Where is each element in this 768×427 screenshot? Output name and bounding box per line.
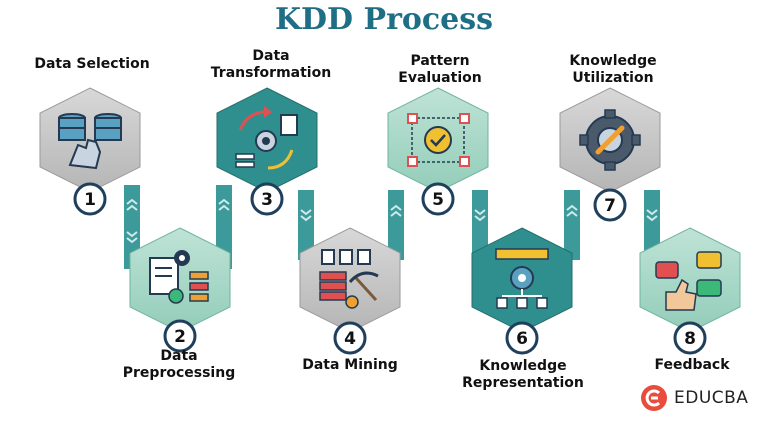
step-7-label: Knowledge Utilization xyxy=(569,53,657,86)
database-hand-icon xyxy=(58,113,122,170)
step-2-node: 2 xyxy=(129,227,231,353)
connector-lines xyxy=(124,185,660,269)
step-2-label: Data Preprocessing xyxy=(122,348,236,381)
step-1-label: Data Selection xyxy=(34,56,150,72)
connector-7-8 xyxy=(644,190,660,260)
pattern-check-icon xyxy=(407,113,470,167)
step-number: 1 xyxy=(84,190,96,210)
step-badge xyxy=(333,321,367,355)
step-badge xyxy=(73,182,107,216)
connector-1-2 xyxy=(124,185,140,269)
step-4-node: 4 xyxy=(299,227,401,355)
step-badge xyxy=(505,321,539,355)
step-1-node: 1 xyxy=(39,87,141,216)
connector-6-7 xyxy=(564,190,580,260)
hexagon xyxy=(129,227,231,333)
step-number: 7 xyxy=(604,196,616,216)
step-badge xyxy=(593,188,627,222)
step-6-node: 6 xyxy=(471,227,573,355)
step-badge xyxy=(421,182,455,216)
step-number: 6 xyxy=(516,329,528,349)
transform-cycle-icon xyxy=(235,106,298,170)
step-8-node: 8 xyxy=(639,227,741,355)
step-number: 8 xyxy=(684,329,696,349)
document-gear-check-icon xyxy=(149,250,209,304)
connector-5-6 xyxy=(472,190,488,260)
step-badge xyxy=(673,321,707,355)
step-8-label: Feedback xyxy=(654,357,730,373)
step-number: 2 xyxy=(174,327,186,347)
step-5-node: 5 xyxy=(387,87,489,216)
educba-brand: EDUCBA xyxy=(640,383,748,413)
educba-logo xyxy=(641,385,667,411)
step-number: 3 xyxy=(261,190,273,210)
step-badge xyxy=(250,182,284,216)
step-7-node: 7 xyxy=(559,87,661,222)
step-4-label: Data Mining xyxy=(302,357,398,373)
step-number: 5 xyxy=(432,190,444,210)
thumbs-up-chat-icon xyxy=(655,251,722,311)
connector-3-4 xyxy=(298,190,314,260)
step-badge xyxy=(163,319,197,353)
step-number: 4 xyxy=(344,329,356,349)
step-3-label: Data Transformation xyxy=(210,48,332,81)
page-title: KDD Process xyxy=(274,2,494,37)
gear-network-icon xyxy=(495,248,549,309)
gear-wrench-icon xyxy=(579,109,641,171)
connector-4-5 xyxy=(388,190,404,260)
step-3-node: 3 xyxy=(216,87,318,216)
server-pickaxe-icon xyxy=(319,249,379,309)
step-6-label: Knowledge Representation xyxy=(462,358,584,391)
step-5-label: Pattern Evaluation xyxy=(398,53,482,86)
brand-name: EDUCBA xyxy=(674,388,749,408)
